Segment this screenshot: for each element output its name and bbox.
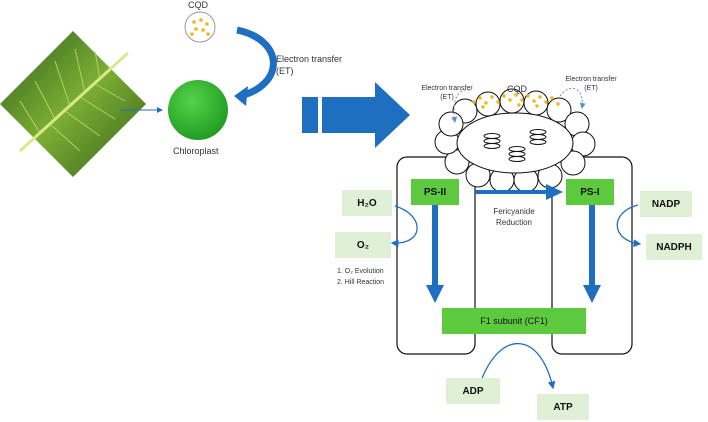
cqd-dots [472,93,560,109]
ps2-down-arrow [426,205,444,303]
nadp-to-nadph-arrow [616,204,642,248]
f1-subunit-box: F1 subunit (CF1) [442,308,586,334]
leaf-image [0,31,146,177]
notes-line-2: 2. Hill Reaction [337,279,385,286]
chloroplast-label: Chloroplast [173,146,219,156]
electron-transfer-arrow [236,26,277,100]
h2o-box: H₂O [342,190,392,216]
ps1-box: PS-I [566,179,614,205]
cqd-circle-icon [184,11,216,43]
atp-box: ATP [537,394,589,420]
big-right-arrow [302,82,410,148]
et-right-label: Electron transfer (ET) [565,76,617,92]
electron-transfer-label: Electron transfer (ET) [276,54,343,76]
granum-cluster [434,88,596,193]
ps1-down-arrow [583,205,601,303]
cqd-top-label: CQD [507,84,527,94]
adp-to-atp-arrow [480,343,556,390]
notes-line-1: 1. O₂ Evolution [337,268,384,275]
nadp-box: NADP [640,191,692,217]
o2-box: O₂ [335,232,391,258]
cqd-label: CQD [188,0,208,10]
ferricyanide-label: Fericyanide Reduction [493,207,535,227]
thylakoid-stacks [483,129,547,162]
ps2-box: PS-II [411,179,459,205]
chloroplast-icon [168,80,228,140]
et-left-label: Electron transfer (ET) [421,85,473,101]
adp-box: ADP [446,378,500,404]
nadph-box: NADPH [646,234,702,260]
h2o-to-o2-arrow [390,205,418,248]
et-left-dotted-arrow [451,89,471,123]
